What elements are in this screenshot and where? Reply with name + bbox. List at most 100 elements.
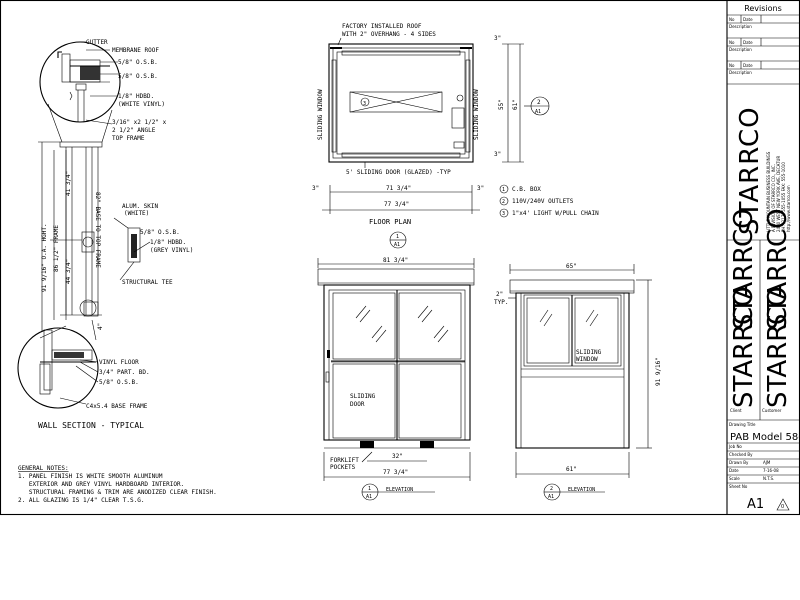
front-roof — [317, 268, 475, 286]
svg-text:LITTLE MOUNTAIN BUSINESS BUILD: LITTLE MOUNTAIN BUSINESS BUILDINGS — [766, 151, 771, 232]
svg-text:Description: Description — [729, 24, 752, 29]
label-osb3: 5/8" O.S.B. — [140, 229, 180, 236]
front-elevation-title-marker-icon: 1 A1 — [361, 483, 435, 501]
typ-label-2: TYP. — [494, 299, 508, 306]
svg-text:3: 3 — [502, 211, 505, 217]
revision-row-2: No Date Description — [727, 38, 800, 62]
bottom-detail-circle — [17, 327, 99, 409]
drawing-title: PAB Model 58-1 — [730, 432, 800, 443]
svg-text:Description: Description — [729, 70, 752, 75]
svg-text:2: 2 — [537, 99, 541, 106]
label-alum2: (WHITE) — [124, 210, 149, 217]
forklift-pocket-2 — [420, 441, 434, 448]
dim-four: 4" — [97, 323, 104, 330]
svg-text:2400 WEST NEW YORK AVE, DECATU: 2400 WEST NEW YORK AVE, DECATUR — [776, 156, 781, 232]
svg-text:2: 2 — [550, 486, 553, 492]
company-address: LITTLE MOUNTAIN BUSINESS BUILDINGS A DIV… — [766, 151, 791, 232]
svg-text:0: 0 — [781, 504, 784, 510]
dim-bot-3: 3" — [494, 151, 501, 158]
label-angle3: TOP FRAME — [112, 135, 145, 142]
svg-text:Description: Description — [729, 47, 752, 52]
svg-text:3: 3 — [363, 101, 366, 107]
right-window-label: SLIDING WINDOW — [473, 89, 480, 140]
label-angle2: 2 1/2" ANGLE — [112, 127, 156, 134]
dim-frame-height: 86 1/2" FRAME — [53, 225, 60, 272]
gutter — [61, 53, 71, 83]
front-door-panel-1 — [332, 363, 396, 439]
top-sliding-window — [341, 50, 461, 56]
side-window-label-1: SLIDING — [576, 349, 602, 356]
dim-lower: 44 3/4" — [65, 259, 72, 284]
label-part-bd: 3/4" PART. BD. — [99, 369, 150, 376]
fork-label-1: FORKLIFT — [330, 457, 359, 464]
svg-text:A1: A1 — [394, 242, 400, 248]
svg-text:1: 1 — [396, 234, 399, 240]
roof-insulation — [80, 66, 100, 80]
front-elevation-title: ELEVATION — [386, 487, 413, 493]
svg-text:http://www.starrco.com: http://www.starrco.com — [786, 185, 791, 232]
dim-inner: 71 3/4" — [386, 185, 411, 192]
label-angle1: 3/16" x2 1/2" x — [112, 119, 167, 126]
drawing-title-label: Drawing Title — [729, 422, 756, 427]
label-vinyl-floor: VINYL FLOOR — [99, 359, 139, 366]
revisions-header: Revisions — [744, 4, 782, 13]
side-elevation-title-marker-icon: 2 A1 — [543, 483, 605, 501]
floor-plan-title-marker-icon: 1 A1 — [389, 231, 407, 249]
checked-by-label: Checked By — [729, 452, 753, 457]
scale-value: N.T.S. — [763, 476, 774, 481]
svg-text:A1: A1 — [366, 494, 372, 500]
label-alum: ALUM. SKIN — [122, 203, 159, 210]
general-notes-title: GENERAL NOTES: — [18, 465, 69, 472]
label-white-vinyl: (WHITE VINYL) — [118, 101, 165, 108]
dim-left-3: 3" — [312, 185, 319, 192]
side-window-label-2: WINDOW — [576, 356, 598, 363]
svg-text:A1: A1 — [548, 494, 554, 500]
svg-text:1: 1 — [368, 486, 371, 492]
forklift-pocket-1 — [360, 441, 374, 448]
front-base-dim: 77 3/4" — [383, 469, 408, 476]
dim-base-to-top: 82" BASE TO TOP FRAME — [94, 192, 101, 268]
floor-plan-roof-outline — [328, 43, 474, 163]
side-elevation: SLIDING WINDOW 2" TYP. 65" 91 9/16" 61" … — [494, 263, 662, 501]
title-block: Revisions No Date Description No Date De… — [727, 4, 800, 512]
label-hdbd: 1/8" HDBD. — [118, 93, 154, 100]
date-value: 7-16-08 — [763, 468, 779, 473]
dim-61: 61" — [512, 99, 519, 110]
brand-logo-customer-2: STARRCO — [763, 286, 793, 408]
roof-note-2: WITH 2" OVERHANG - 4 SIDES — [342, 31, 436, 38]
drawn-by: AJM — [763, 460, 771, 465]
revision-row-1: No Date Description — [727, 15, 800, 39]
brand-logo-client: STARRCO — [729, 208, 759, 330]
front-glass-2 — [398, 292, 462, 360]
general-notes: GENERAL NOTES: 1. PANEL FINISH IS WHITE … — [18, 465, 217, 504]
scale-label: Scale — [729, 476, 740, 481]
dim-outer: 77 3/4" — [384, 201, 409, 208]
label-osb4: 5/8" O.S.B. — [99, 379, 139, 386]
svg-text:A1: A1 — [535, 109, 541, 115]
front-width-dim: 81 3/4" — [383, 257, 408, 264]
svg-text:Date: Date — [743, 17, 753, 22]
label-osb2: 5/8" O.S.B. — [118, 73, 158, 80]
front-elevation: SLIDING DOOR FORKLIFT POCKETS 81 3/4" 32… — [317, 257, 475, 501]
client-label: Client — [730, 408, 742, 413]
fork-label-2: POCKETS — [330, 464, 356, 471]
svg-text:1"x4' LIGHT W/PULL CHAIN: 1"x4' LIGHT W/PULL CHAIN — [512, 210, 599, 217]
door-label-1: SLIDING — [350, 393, 376, 400]
note-line-1: 1. PANEL FINISH IS WHITE SMOOTH ALUMINUM — [18, 473, 163, 480]
label-hdbd2: 1/8" HDBD. — [150, 239, 186, 246]
label-gutter: GUTTER — [86, 39, 108, 46]
floor-plan-legend: 1 C.B. BOX 2 110V/240V OUTLETS 3 1"x4' L… — [499, 184, 599, 218]
svg-text:PH: (217) 555-1055 FAX: 555-1: PH: (217) 555-1055 FAX: 555-1010 — [781, 162, 786, 232]
front-glass-1 — [332, 292, 396, 360]
light-fixture — [349, 91, 443, 113]
side-elevation-title: ELEVATION — [568, 487, 595, 493]
floor-plan-title: FLOOR PLAN — [369, 218, 411, 226]
label-grey-vinyl: (GREY VINYL) — [150, 247, 193, 254]
front-door-panel-2 — [398, 363, 462, 439]
dim-32: 32" — [392, 453, 403, 460]
svg-text:A DIVISION OF STARRCO CO., INC: A DIVISION OF STARRCO CO., INC. — [771, 164, 776, 232]
sheet-no-label: Sheet No — [729, 484, 748, 489]
svg-text:2: 2 — [502, 199, 505, 205]
typ-label-1: 2" — [496, 291, 503, 298]
